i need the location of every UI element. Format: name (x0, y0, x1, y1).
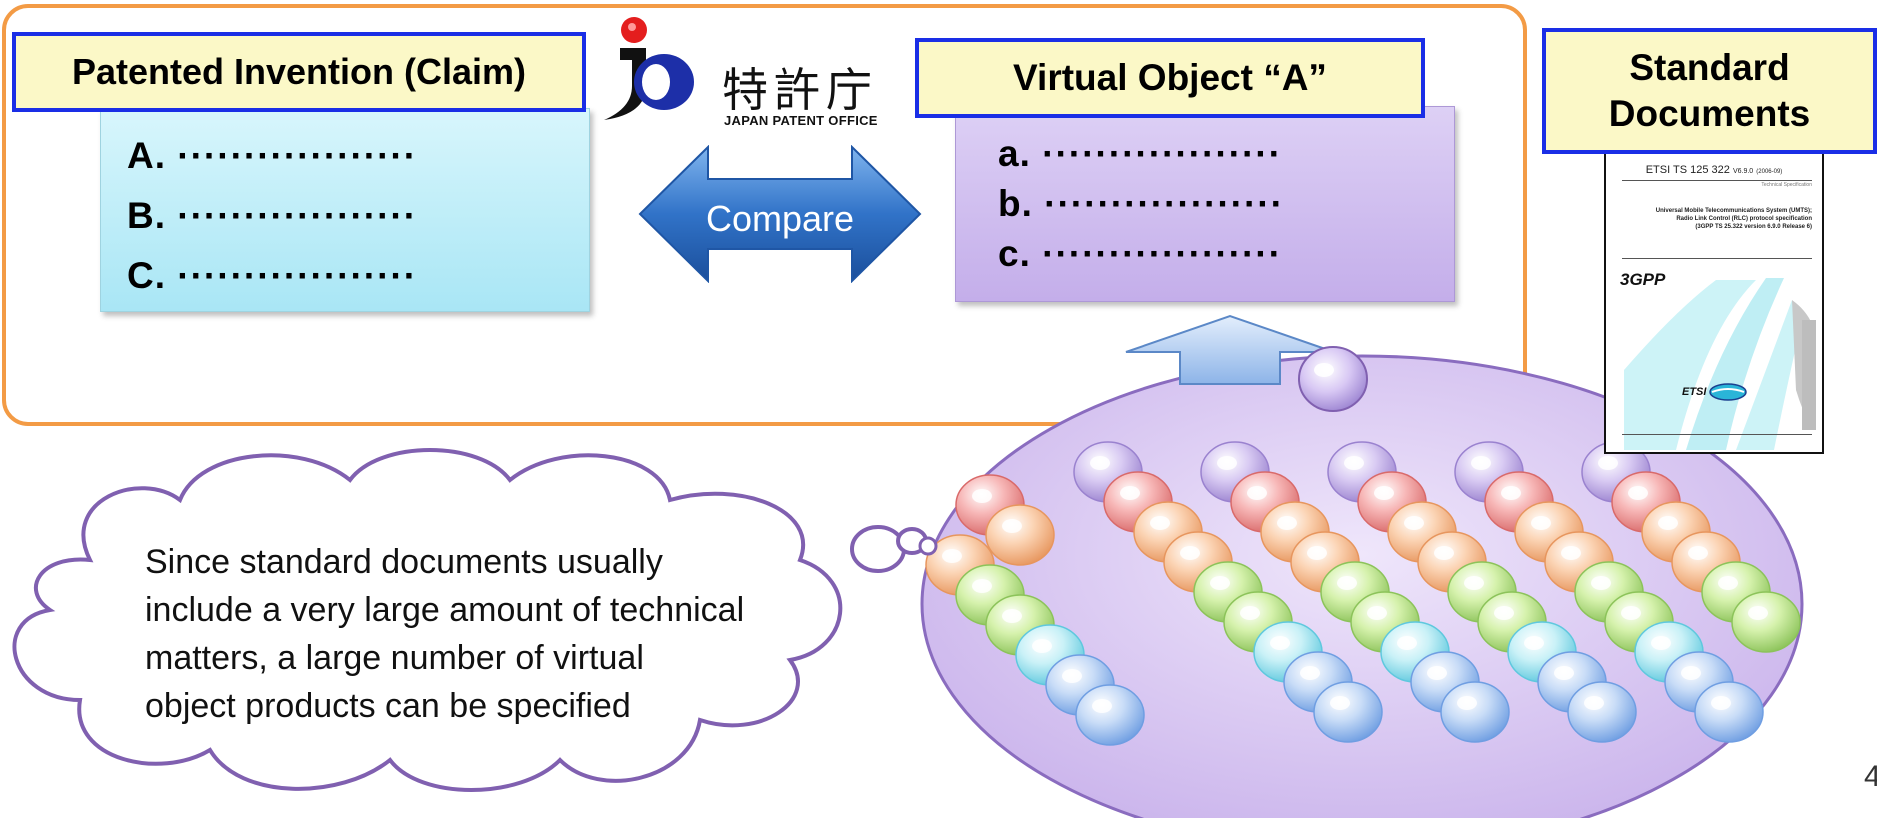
claim-title: Patented Invention (Claim) (71, 51, 527, 92)
cloud-bubble-small (918, 536, 938, 556)
claim-item-b: B. ·················· (127, 195, 418, 236)
page-number: 4 (1864, 760, 1877, 793)
cloud-line-3: matters, a large number of virtual (145, 639, 644, 677)
virtual-item-a: a. ·················· (998, 133, 1282, 174)
doc-header: ETSI TS 125 322 V6.9.0 (2006-09) (1645, 164, 1783, 176)
compare-label: Compare (705, 198, 855, 239)
claim-title-label: Patented Invention (Claim) (12, 32, 586, 112)
cloud-text: Since standard documents usually include… (145, 538, 865, 730)
doc-desc-3: (3GPP TS 25.322 version 6.9.0 Release 6) (1695, 224, 1812, 230)
up-arrow-icon (1125, 314, 1335, 385)
compare-arrow-icon (638, 145, 922, 283)
comparison-frame (2, 4, 1527, 426)
selected-object-ball (1298, 346, 1368, 412)
virtual-object-ball (1075, 684, 1145, 746)
doc-desc-2: Radio Link Control (RLC) protocol specif… (1676, 216, 1812, 222)
standard-documents-title-line1: Standard (1629, 47, 1790, 88)
standard-documents-title-line2: Documents (1608, 93, 1811, 134)
virtual-object-ball (1440, 681, 1510, 743)
brand-etsi-icon: ETSI (1682, 382, 1748, 402)
cloud-line-1: Since standard documents usually (145, 543, 663, 581)
cloud-line-2: include a very large amount of technical (145, 591, 745, 629)
cloud-shape (12, 448, 843, 792)
doc-cover-art (1624, 278, 1816, 450)
virtual-object-ball (1694, 681, 1764, 743)
jpo-logo-icon (604, 17, 694, 120)
brand-3gpp-icon: 3GPP (1620, 270, 1666, 289)
claim-item-c: C. ·················· (127, 255, 418, 296)
doc-rule-top (1622, 180, 1812, 181)
virtual-object-title-label: Virtual Object “A” (915, 38, 1425, 118)
virtual-object-balls (925, 441, 1801, 746)
doc-desc-1: Universal Mobile Telecommunications Syst… (1655, 208, 1812, 214)
virtual-item-b: b. ·················· (998, 183, 1284, 224)
claim-card: A. ·················· B. ···············… (100, 108, 590, 312)
jpo-english: JAPAN PATENT OFFICE (724, 113, 878, 128)
jpo-kanji: 特許庁 (722, 63, 878, 117)
virtual-object-card: a. ·················· b. ···············… (955, 106, 1455, 302)
cloud-line-4: object products can be specified (145, 687, 631, 725)
virtual-object-ball (1731, 591, 1801, 653)
virtual-object-title: Virtual Object “A” (1013, 57, 1327, 98)
standard-documents-title-label: Standard Documents (1542, 28, 1877, 154)
doc-subtitle: Technical Specification (1761, 182, 1812, 188)
doc-rule-mid (1622, 258, 1812, 259)
standard-document-page: ETSI TS 125 322 V6.9.0 (2006-09) Technic… (1604, 140, 1824, 454)
virtual-object-ball (1567, 681, 1637, 743)
virtual-object-ball (1313, 681, 1383, 743)
doc-rule-bottom (1622, 434, 1812, 435)
virtual-object-ball (985, 504, 1055, 566)
virtual-item-c: c. ·················· (998, 233, 1282, 274)
claim-item-a: A. ·················· (127, 135, 418, 176)
